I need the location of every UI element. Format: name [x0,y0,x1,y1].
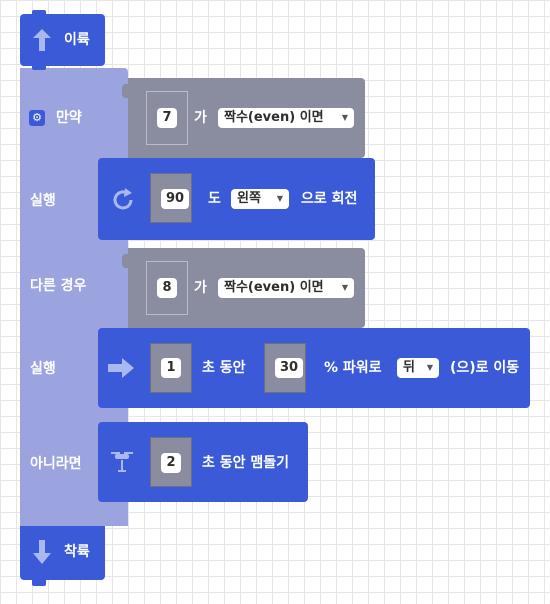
rotate-direction-dropdown[interactable]: 왼쪽 ▼ [231,189,289,209]
move-direction-dropdown[interactable]: 뒤 ▼ [397,358,439,378]
condition-dropdown-1[interactable]: 짝수(even) 이면 ▼ [218,108,354,128]
condition-word-2: 가 [194,280,207,296]
land-bottom-notch [32,580,46,586]
condition-value-1[interactable]: 7 [157,108,177,128]
condition-block-1[interactable]: 7 가 짝수(even) 이면 ▼ [128,78,365,158]
condition-dropdown-2[interactable]: 짝수(even) 이면 ▼ [218,278,354,298]
move-word-1: 초 동안 [202,360,246,376]
then-label-1: 실행 [30,193,56,209]
move-direction-value: 뒤 [403,360,415,375]
hover-block[interactable]: 2 초 동안 맴돌기 [98,422,308,502]
takeoff-top-notch [32,10,46,16]
move-seconds-input[interactable]: 1 [161,358,181,378]
move-suffix: (으)로 이동 [450,360,520,376]
move-block[interactable]: 1 초 동안 30 % 파워로 뒤 ▼ (으)로 이동 [98,328,530,408]
rotate-direction-value: 왼쪽 [237,191,261,206]
land-label: 착륙 [64,544,90,560]
condition-slot-2 [146,261,188,315]
condition-word-1: 가 [194,110,207,126]
move-power-input[interactable]: 30 [275,358,303,378]
move-word-2: % 파워로 [324,360,382,376]
condition-1-left-tab [122,84,130,98]
condition-value-2[interactable]: 8 [157,278,177,298]
rotate-icon [113,188,133,210]
hover-seconds-input[interactable]: 2 [161,453,181,473]
condition-slot-1 [146,91,188,145]
if-top-notch [32,64,46,70]
arrow-right-icon [108,358,134,378]
hover-suffix: 초 동안 맴돌기 [202,455,290,471]
chevron-down-icon: ▼ [341,113,348,122]
elseif-label: 다른 경우 [30,278,87,294]
else-label: 아니라면 [30,456,82,472]
condition-block-2[interactable]: 8 가 짝수(even) 이면 ▼ [128,248,365,328]
if-label: 만약 [56,110,82,126]
gear-icon: ⚙ [29,110,45,126]
rotate-suffix: 으로 회전 [301,191,358,207]
takeoff-block[interactable]: 이륙 [20,14,105,66]
chevron-down-icon: ▼ [426,363,433,372]
then-label-2: 실행 [30,361,56,377]
rotate-degree-input[interactable]: 90 [161,189,189,209]
rotate-word: 도 [208,191,221,207]
arrow-up-icon [33,29,51,51]
condition-dropdown-2-value: 짝수(even) 이면 [224,280,324,295]
chevron-down-icon: ▼ [276,194,283,203]
condition-dropdown-1-value: 짝수(even) 이면 [224,110,324,125]
drone-icon [111,452,133,472]
arrow-down-icon [33,540,51,564]
rotate-block[interactable]: 90 도 왼쪽 ▼ 으로 회전 [98,158,375,240]
chevron-down-icon: ▼ [341,283,348,292]
land-block[interactable]: 착륙 [20,526,105,580]
condition-2-left-tab [122,254,130,268]
takeoff-label: 이륙 [64,32,90,48]
